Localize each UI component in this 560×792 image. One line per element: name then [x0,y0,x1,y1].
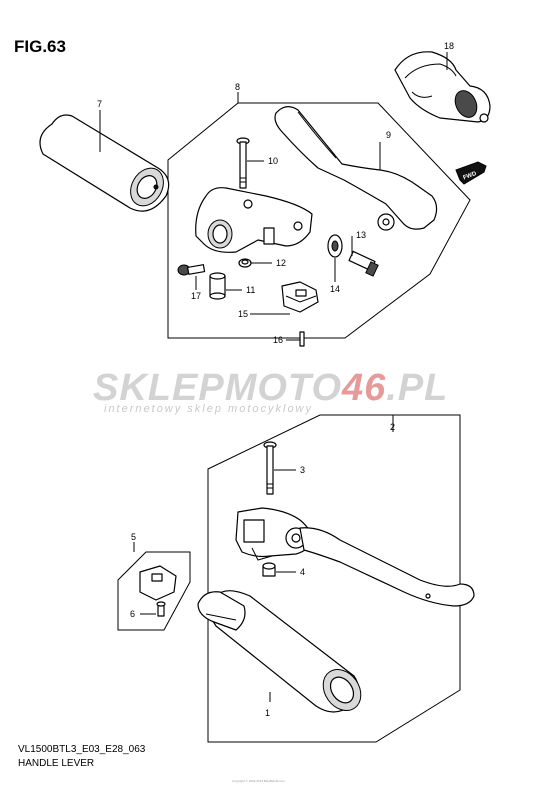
figure-title: FIG.63 [14,37,66,56]
nut-14: 14 [327,234,343,294]
callout-14: 14 [330,284,340,294]
callout-5: 5 [131,532,136,542]
switch-5: 5 [117,532,191,631]
lever-cover: 18 [394,41,491,123]
callout-13: 13 [356,230,366,240]
watermark: SKLEPMOTO46.PL internetowy sklep motocyk… [93,367,448,415]
screw-6: 6 [130,601,166,619]
nut-12: 12 [238,258,286,268]
screw-13: 13 [348,230,379,277]
lever-bracket [195,187,313,253]
brake-lever-assembly [235,507,475,607]
bolt-10: 10 [236,137,278,189]
model-code: VL1500BTL3_E03_E28_063 [18,744,146,755]
callout-9: 9 [386,130,391,140]
lower-assembly-outline [207,414,461,743]
callout-11: 11 [246,285,255,295]
callout-10: 10 [268,156,278,166]
fwd-marker: FWD [455,161,487,185]
callout-15: 15 [238,309,248,319]
callout-18: 18 [444,41,454,51]
fine-print: Copyright © 2002-2013 BikeBandit.com [232,779,285,783]
collar-11: 11 [209,272,255,300]
callout-16: 16 [273,335,283,345]
callout-1: 1 [265,708,270,718]
throttle-grip: 1 [197,590,362,718]
callout-4: 4 [300,567,305,577]
screw-16: 16 [273,331,305,347]
callout-7: 7 [97,99,102,109]
callout-12: 12 [276,258,286,268]
upper-handle-grip: 7 [39,99,170,212]
watermark-tagline: internetowy sklep motocyklowy [104,403,313,415]
callout-3: 3 [300,465,305,475]
switch-5-outline [117,551,191,631]
callout-17: 17 [191,291,201,301]
diagram-caption: HANDLE LEVER [18,758,94,769]
switch-15: 15 [238,281,319,319]
callout-8: 8 [235,82,240,92]
callout-2: 2 [390,422,395,432]
nut-4: 4 [262,562,305,577]
clutch-lever: 9 [274,106,438,231]
bolt-3: 3 [263,441,305,495]
fwd-label: FWD [462,171,478,182]
watermark-brand: SKLEPMOTO46.PL [93,367,448,409]
callout-6: 6 [130,609,135,619]
screw-17: 17 [177,264,206,301]
